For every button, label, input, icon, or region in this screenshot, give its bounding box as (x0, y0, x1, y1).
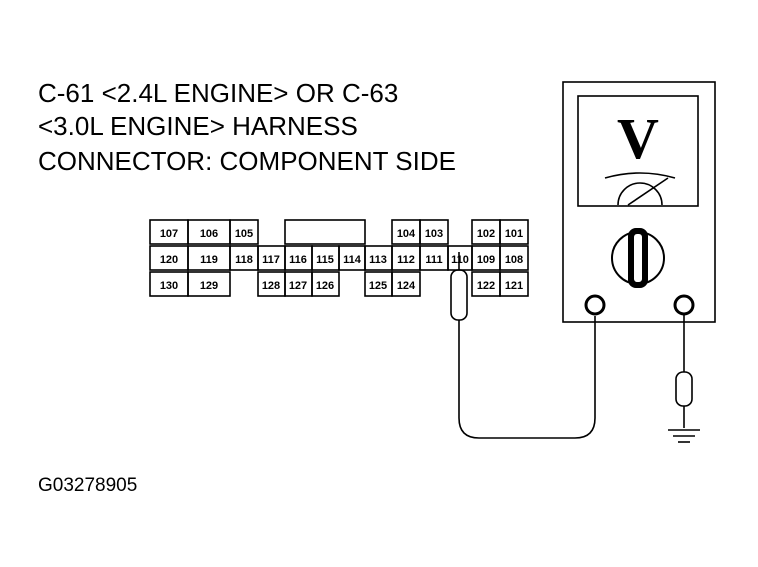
volt-symbol: V (617, 106, 659, 171)
title-line-1: C-61 <2.4L ENGINE> OR C-63 (38, 78, 398, 108)
pin-label: 117 (262, 254, 280, 266)
ground-icon (668, 429, 700, 443)
figure-id: G03278905 (38, 475, 137, 496)
pin-label: 108 (505, 254, 523, 266)
pin-labels: 107 106 105 104 103 102 101 120 119 118 … (160, 228, 523, 292)
pin-label: 101 (505, 228, 523, 240)
meter-display (577, 95, 699, 207)
pin-label: 112 (397, 254, 415, 266)
pin-label: 103 (425, 228, 443, 240)
positive-jack (584, 294, 606, 316)
title-line-2: <3.0L ENGINE> HARNESS (38, 111, 358, 141)
pin-label: 129 (200, 280, 218, 292)
pin-label: 119 (200, 254, 218, 266)
probe-ground (668, 314, 700, 443)
pin-label: 114 (343, 254, 362, 266)
pin-label: 124 (397, 280, 416, 292)
pin-label: 115 (316, 254, 334, 266)
pin-label: 127 (289, 280, 307, 292)
pin-label: 106 (200, 228, 218, 240)
pin-label: 122 (477, 280, 495, 292)
negative-jack (673, 294, 695, 316)
pin-label: 120 (160, 254, 178, 266)
meter-pivot (617, 182, 663, 206)
pin-label: 125 (369, 280, 387, 292)
pin-label: 126 (316, 280, 334, 292)
range-selector-dial (611, 228, 665, 288)
pin-label: 111 (425, 254, 442, 266)
meter-needle (627, 177, 669, 206)
pin-label: 116 (289, 254, 307, 266)
pin-label: 118 (235, 254, 253, 266)
connector (149, 219, 529, 297)
pin-label: 130 (160, 280, 178, 292)
voltmeter: V (562, 81, 716, 323)
pin-label: 121 (505, 280, 523, 292)
pin-label: 102 (477, 228, 495, 240)
pin-label: 110 (451, 254, 469, 266)
meter-scale-arc (604, 172, 676, 179)
title-line-3: CONNECTOR: COMPONENT SIDE (38, 146, 456, 176)
probe-positive (450, 252, 596, 439)
pin-label: 128 (262, 280, 280, 292)
pin-label: 113 (369, 254, 387, 266)
pin-label: 104 (397, 228, 416, 240)
pin-label: 105 (235, 228, 253, 240)
pin-label: 107 (160, 228, 178, 240)
pin-label: 109 (477, 254, 495, 266)
